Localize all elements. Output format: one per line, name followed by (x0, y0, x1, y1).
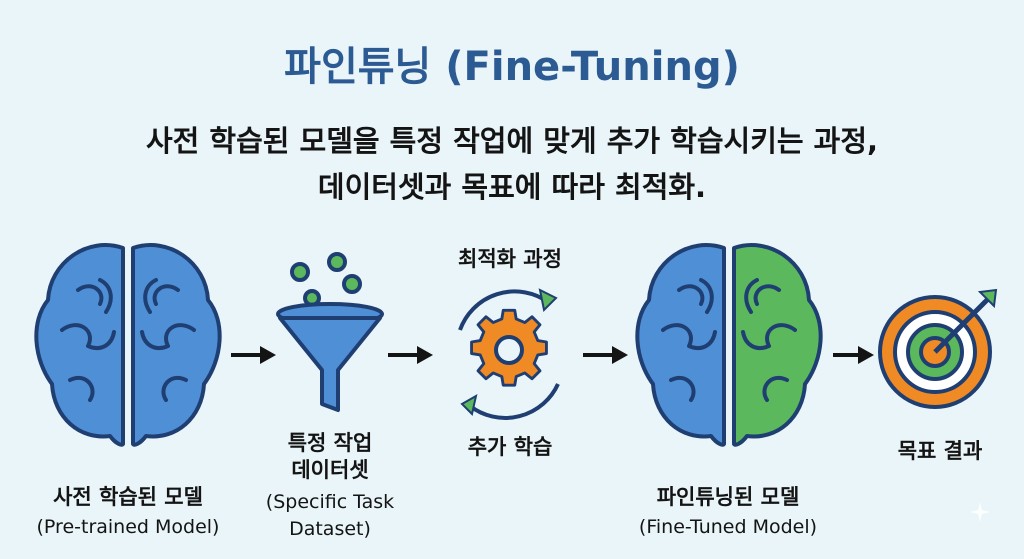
page-title: 파인튜닝 (Fine-Tuning) (284, 44, 740, 90)
training-gear-icon (458, 288, 560, 420)
subtitle-line-1: 사전 학습된 모델을 특정 작업에 맞게 추가 학습시키는 과정, (145, 124, 879, 158)
goal-label: 목표 결과 (897, 439, 983, 463)
dataset-label-line-2: 데이터셋 (291, 458, 369, 482)
subtitle-line-2: 데이터셋과 목표에 따라 최적화. (317, 170, 707, 204)
training-label: 추가 학습 (467, 435, 553, 459)
pretrained-label: 사전 학습된 모델 (53, 485, 203, 509)
goal-target-icon (878, 288, 998, 409)
arrow-3-icon (583, 346, 628, 364)
pretrained-sub: (Pre-trained Model) (36, 516, 220, 538)
dataset-funnel-icon (276, 252, 384, 412)
pretrained-brain-icon (34, 243, 222, 447)
finetuned-label: 파인튜닝된 모델 (656, 485, 800, 509)
finetuned-sub: (Fine-Tuned Model) (638, 516, 818, 538)
arrow-1-icon (231, 346, 276, 364)
arrow-4-icon (833, 346, 874, 364)
arrow-2-icon (388, 346, 433, 364)
page-subtitle: 사전 학습된 모델을 특정 작업에 맞게 추가 학습시키는 과정, 데이터셋과 … (30, 118, 994, 210)
dataset-sub-line-1: (Specific Task (265, 491, 395, 513)
sparkle-icon (970, 502, 990, 522)
dataset-sub-line-2: Dataset) (289, 518, 371, 540)
finetuned-brain-icon (635, 243, 823, 447)
training-top-label: 최적화 과정 (458, 247, 562, 271)
dataset-label-line-1: 특정 작업 (287, 431, 373, 455)
